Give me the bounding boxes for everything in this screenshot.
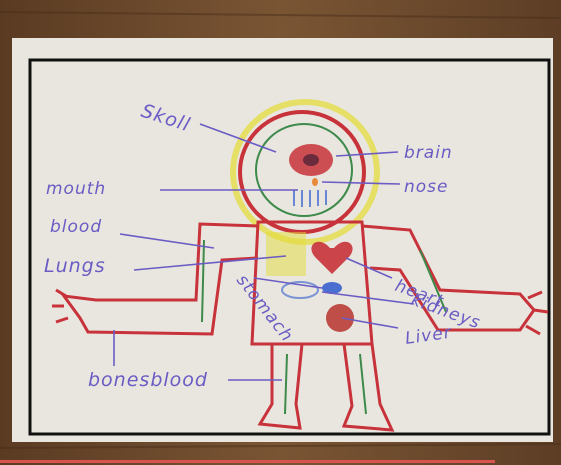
- liver-drawing: [326, 304, 354, 332]
- label-bones-blood: bonesblood: [88, 369, 208, 391]
- label-lungs: Lungs: [44, 255, 106, 277]
- brain-core: [303, 154, 319, 166]
- label-mouth: mouth: [46, 179, 106, 199]
- label-brain: brain: [404, 143, 453, 163]
- label-blood: blood: [50, 217, 102, 237]
- label-nose: nose: [404, 177, 449, 197]
- nose-drawing: [312, 178, 318, 186]
- bottom-red-line: [0, 460, 495, 463]
- lungs-drawing: [266, 232, 306, 276]
